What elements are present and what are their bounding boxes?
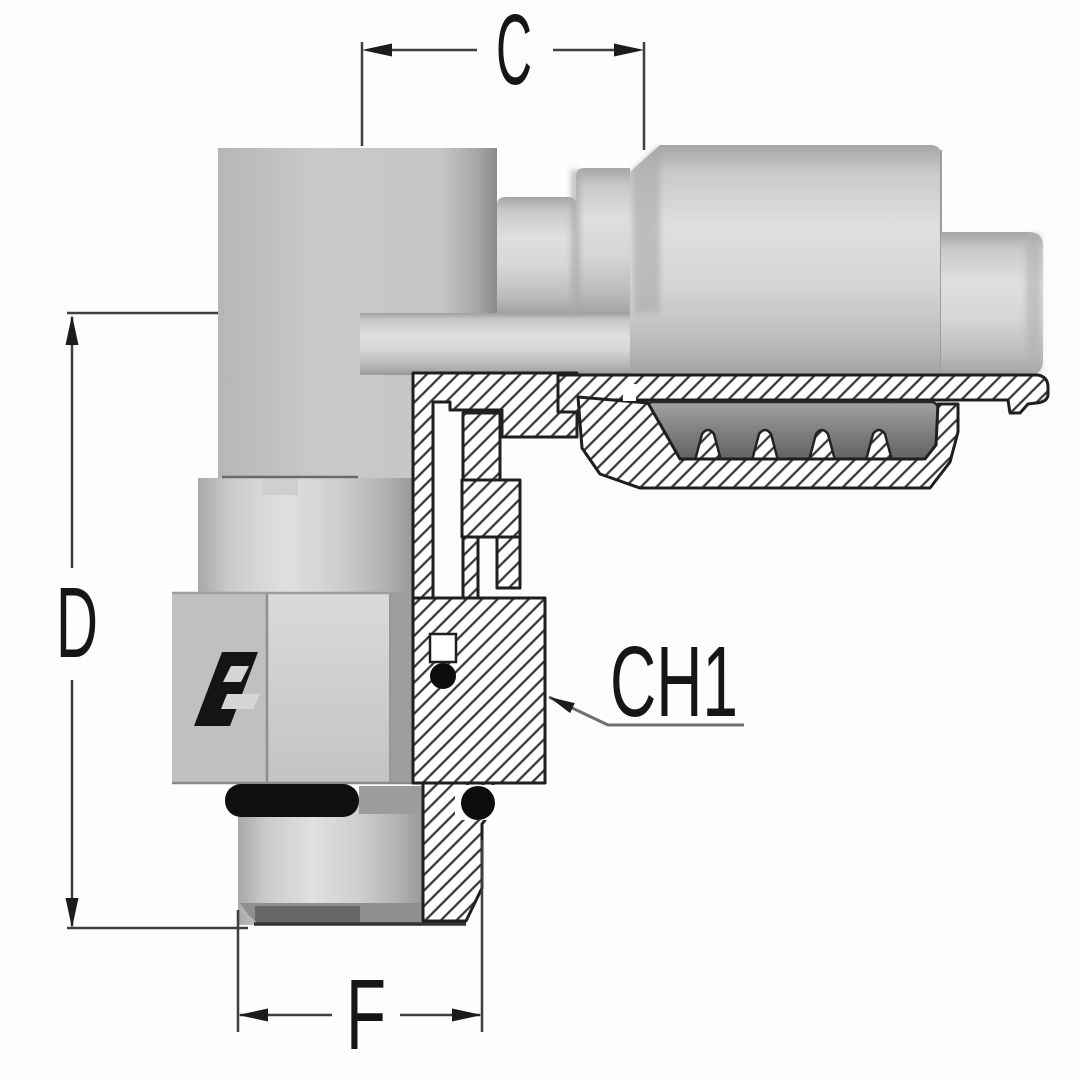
hex-flats [172, 591, 415, 785]
hex-facet-side [390, 593, 415, 783]
section-hex [411, 596, 547, 785]
serration-teeth [692, 428, 895, 466]
elbow-body-exterior [172, 148, 497, 926]
swivel-nut [576, 168, 630, 313]
section-nipple-column-right [495, 535, 522, 590]
section-nipple-column-left [461, 535, 480, 600]
dimension-lines [65, 42, 646, 1032]
hex-facet-front [267, 593, 390, 783]
hose-tail [941, 232, 1043, 375]
cross-section [411, 371, 1050, 923]
elbow-block [218, 148, 497, 478]
dim-c [360, 42, 646, 150]
section-ferrule [576, 384, 960, 490]
dim-d-label: D [56, 567, 98, 679]
o-ring-section-a [430, 663, 456, 689]
o-ring-section-b [461, 786, 495, 820]
section-nipple-upper [461, 411, 502, 482]
dim-f [236, 840, 484, 1032]
swivel-collar [497, 197, 576, 313]
dim-d [65, 311, 248, 930]
dim-c-label: C [496, 0, 532, 106]
ch1-label: CH1 [610, 626, 738, 738]
arrow-left-icon [238, 1008, 268, 1022]
hose-end-exterior [360, 145, 1043, 375]
leader-arrow-icon [549, 697, 575, 714]
arrow-right-icon [614, 43, 644, 57]
o-ring-groove [428, 632, 458, 664]
ferrule-lower-wall [576, 395, 960, 490]
serration-cavity [644, 400, 940, 466]
section-nipple-flange [460, 478, 522, 539]
arrow-right-icon [452, 1008, 482, 1022]
neck-step [262, 478, 298, 495]
seals-in-section [428, 632, 496, 820]
stem-bead-gap [623, 384, 636, 401]
section-stem-wall [556, 373, 1050, 415]
hose-socket [630, 145, 941, 375]
manufacturer-logo-icon [194, 652, 260, 726]
arrow-left-icon [362, 43, 392, 57]
o-ring-band [225, 784, 359, 817]
ch1-callout: CH1 [548, 626, 744, 738]
dim-f-label: F [346, 959, 386, 1071]
threaded-stud [238, 800, 466, 926]
neck-cylinder [198, 478, 413, 605]
arrow-down-icon [65, 898, 79, 928]
arrow-up-icon [65, 315, 79, 345]
